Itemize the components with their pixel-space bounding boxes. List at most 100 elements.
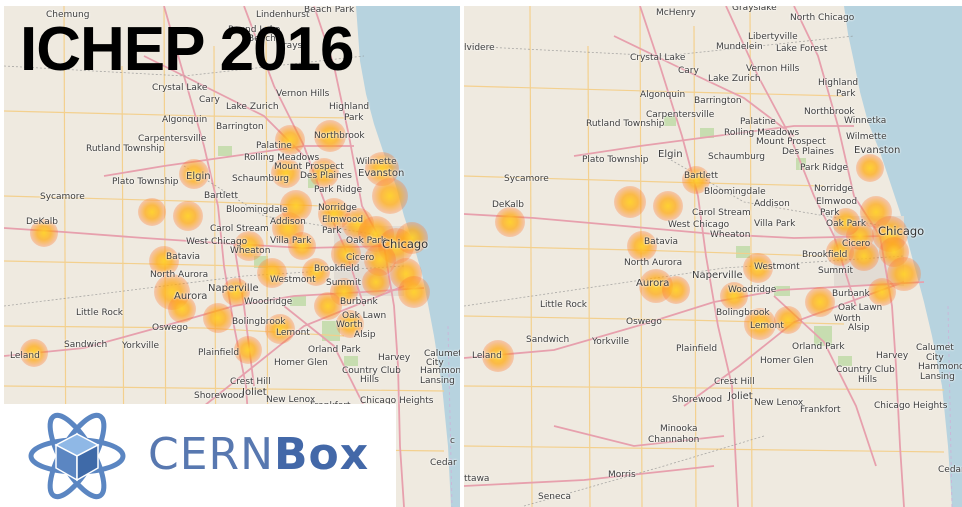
cernbox-logo: CERNBox [0, 404, 396, 507]
place-label: New Lenox [754, 398, 804, 408]
place-label: Yorkville [122, 341, 160, 351]
place-label: Lansing [920, 372, 955, 382]
place-label: lvidere [464, 43, 495, 53]
place-label: Carol Stream [210, 224, 269, 234]
place-label: Bolingbrook [716, 308, 770, 318]
place-label: West Chicago [668, 220, 730, 230]
place-label: Harvey [876, 351, 909, 361]
place-label: Cedar [938, 465, 962, 475]
place-label: Aurora [174, 291, 208, 302]
place-label: Alsip [848, 323, 870, 333]
place-label: Worth [336, 320, 363, 330]
place-label: Vernon Hills [746, 64, 800, 74]
place-label: Lemont [750, 321, 784, 331]
place-label: Oak Lawn [342, 311, 387, 321]
place-label: Little Rock [540, 300, 587, 310]
place-label: North Chicago [790, 13, 855, 23]
place-label: Park Ridge [314, 185, 363, 195]
place-label: Cary [199, 95, 220, 105]
place-label: Aurora [636, 278, 670, 289]
place-label: Sandwich [64, 340, 108, 350]
event-title: ICHEP 2016 [20, 15, 355, 84]
place-label: Country Club [342, 366, 401, 376]
place-label: Villa Park [270, 236, 312, 246]
place-label: Crystal Lake [630, 53, 686, 63]
place-label: Joliet [728, 391, 753, 402]
place-label: Addison [270, 217, 306, 227]
place-label: Bartlett [204, 191, 239, 201]
place-label: Park [820, 208, 840, 218]
place-label: Leland [10, 351, 40, 361]
atom-cube-icon [28, 412, 126, 500]
place-label: Winnetka [844, 116, 887, 126]
place-label: Lansing [420, 376, 455, 386]
place-label: City [426, 358, 444, 368]
place-label: Des Plaines [300, 171, 352, 181]
place-label: Lindenhurst [256, 10, 310, 20]
place-label: Beach Park [304, 6, 355, 15]
place-label: Batavia [166, 252, 201, 262]
place-label: Schaumburg [232, 174, 290, 184]
place-label: Lake Forest [776, 44, 828, 54]
place-label: Beach [248, 34, 276, 44]
place-label: Highland [818, 78, 859, 88]
place-label: Plainfield [198, 348, 240, 358]
place-label: Homer Glen [760, 356, 814, 366]
place-label: Oswego [626, 317, 662, 327]
place-label: Burbank [340, 297, 378, 307]
place-label: New Lenox [266, 395, 316, 405]
place-label: Addison [754, 199, 790, 209]
place-label: Park [836, 89, 856, 99]
place-label: Seneca [538, 492, 571, 502]
place-label: Palatine [256, 141, 292, 151]
place-label: Schaumburg [708, 152, 766, 162]
place-label: Joliet [242, 387, 267, 398]
place-label: Algonquin [640, 90, 686, 100]
place-label: Wheaton [710, 230, 751, 240]
place-label: Bloomingdale [226, 205, 288, 215]
place-label: Chicago Heights [874, 401, 948, 411]
place-label: Crest Hill [230, 377, 271, 387]
place-label: Norridge [318, 203, 357, 213]
place-label: Rutland Township [86, 144, 165, 154]
place-label: Chicago [382, 237, 429, 251]
place-label: DeKalb [26, 217, 58, 227]
place-label: Morris [608, 470, 636, 480]
place-label: Plainfield [676, 344, 718, 354]
place-label: Woodridge [244, 297, 293, 307]
place-label: Evanston [854, 145, 901, 156]
place-label: Oak Park [826, 219, 867, 229]
place-label: Alsip [354, 330, 376, 340]
place-label: Plato Township [582, 155, 649, 165]
place-label: Channahon [648, 435, 700, 445]
place-label: Bolingbrook [232, 317, 286, 327]
place-label: Oswego [152, 323, 188, 333]
cernbox-wordmark: CERNBox [148, 430, 369, 480]
place-label: Yorkville [592, 337, 630, 347]
place-label: North Aurora [624, 258, 683, 268]
place-label: Sycamore [40, 192, 85, 202]
place-label: Worth [834, 314, 861, 324]
place-label: Oak Lawn [838, 303, 883, 313]
place-label: Carpentersville [646, 110, 715, 120]
place-label: Country Club [836, 365, 895, 375]
place-label: Mount Prospect [756, 137, 826, 147]
place-label: Naperville [208, 283, 259, 294]
place-label: Sandwich [526, 335, 570, 345]
place-label: Crest Hill [714, 377, 755, 387]
place-label: Wilmette [356, 157, 397, 167]
place-label: Barrington [694, 96, 742, 106]
place-label: Calumet [424, 349, 460, 359]
place-label: Bartlett [684, 171, 719, 181]
place-label: Mundelein [716, 42, 763, 52]
place-label: Palatine [740, 117, 776, 127]
place-label: Grayslake [732, 6, 777, 13]
place-label: Carol Stream [692, 208, 751, 218]
place-label: Park [322, 226, 342, 236]
place-label: Algonquin [162, 115, 208, 125]
place-label: Leland [472, 351, 502, 361]
place-label: Norridge [814, 184, 853, 194]
place-label: Summit [326, 278, 361, 288]
